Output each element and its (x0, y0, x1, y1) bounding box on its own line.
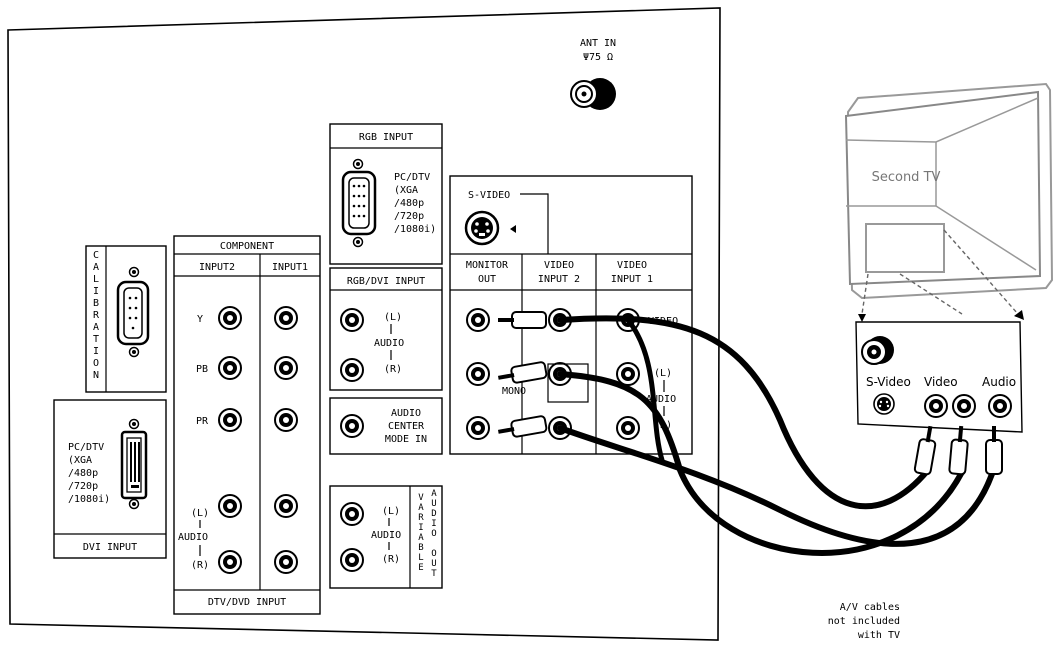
cal-letter-5: B (93, 298, 99, 309)
svideo-label: S-VIDEO (468, 190, 510, 201)
cable-plugs (497, 311, 1003, 476)
component-pb: PB (196, 364, 208, 375)
rgbdvi-audio: AUDIO (374, 338, 404, 349)
calibration-section: C A L I B R A T I O N (85, 245, 167, 393)
dvi-desc-1: PC/DTV (68, 442, 104, 453)
second-tv-video-label: Video (924, 375, 958, 389)
component-input1: INPUT1 (272, 262, 308, 273)
cal-letter-6: R (93, 310, 100, 321)
variable-l: (L) (382, 506, 400, 517)
cables-note: A/V cables not included with TV (828, 602, 900, 641)
cal-letter-10: O (93, 358, 99, 369)
cal-letter-7: A (93, 322, 99, 333)
variable-audio-out-section: (L) AUDIO (R) V A R I A B L E A U D I O … (329, 485, 443, 589)
second-tv-svideo-icon (873, 393, 895, 415)
cal-letter-2: A (93, 262, 99, 273)
var-a5: O (431, 529, 436, 539)
var-v2: A (418, 503, 424, 513)
ant-in-section: ANT IN Ψ75 Ω (570, 38, 616, 110)
cal-letter-11: N (93, 370, 99, 381)
ant-in-impedance: Ψ75 Ω (583, 52, 613, 63)
dvi-desc-2: (XGA (68, 455, 92, 466)
av-audio: AUDIO (646, 394, 676, 405)
second-tv-audio-label: Audio (982, 375, 1016, 389)
variable-audio: AUDIO (371, 530, 401, 541)
dvi-port-icon (120, 430, 148, 500)
rgb-desc-4: /720p (394, 211, 424, 222)
variable-r: (R) (382, 554, 400, 565)
vga-port-icon (341, 170, 377, 236)
cal-letter-4: I (93, 286, 99, 297)
var-a4: I (431, 519, 436, 529)
var-a1: A (431, 489, 437, 499)
component-audio-l: (L) (191, 508, 209, 519)
rgb-input-section: RGB INPUT PC/DTV (XGA /480p /720p /1080i… (329, 123, 443, 265)
av-audio-l: (L) (654, 368, 672, 379)
component-audio: AUDIO (178, 532, 208, 543)
var-v6: B (418, 543, 423, 553)
component-title: COMPONENT (220, 241, 274, 252)
audio-center-l2: CENTER (388, 421, 425, 432)
video-input1-l2: INPUT 1 (611, 274, 653, 285)
audio-center-l1: AUDIO (391, 408, 421, 419)
var-a2: U (431, 499, 436, 509)
second-tv-svideo-jack (861, 336, 894, 365)
component-input2: INPUT2 (199, 262, 235, 273)
note-line-1: A/V cables (840, 602, 900, 613)
cal-letter-3: L (93, 274, 99, 285)
var-v1: V (418, 493, 424, 503)
cal-letter-1: C (93, 250, 99, 261)
rgb-desc-2: (XGA (394, 185, 418, 196)
monitor-out-l1: MONITOR (466, 260, 509, 271)
component-pr: PR (196, 416, 209, 427)
cal-letter-9: I (93, 346, 99, 357)
var-a6: O (431, 549, 436, 559)
dvi-desc-4: /720p (68, 481, 98, 492)
dvi-input-label: DVI INPUT (83, 542, 137, 553)
var-v8: E (418, 563, 423, 573)
serial-port-icon (116, 280, 150, 346)
audio-center-section: AUDIO CENTER MODE IN (329, 397, 443, 455)
av-cables (557, 315, 995, 556)
dtv-dvd-input-label: DTV/DVD INPUT (208, 597, 286, 608)
rgb-desc-3: /480p (394, 198, 424, 209)
rgbdvi-input-section: RGB/DVI INPUT (L) AUDIO (R) (329, 267, 443, 391)
rgbdvi-r: (R) (384, 364, 402, 375)
dvi-input-section: PC/DTV (XGA /480p /720p /1080i) DVI INPU… (53, 399, 167, 559)
note-line-3: with TV (858, 630, 900, 641)
cal-letter-8: T (93, 334, 99, 345)
var-v5: A (418, 533, 424, 543)
mono-label: MONO (502, 386, 526, 397)
svideo-jack-icon (464, 210, 500, 246)
var-v4: I (418, 523, 423, 533)
ant-in-title: ANT IN (580, 38, 616, 49)
component-audio-r: (R) (191, 560, 209, 571)
var-v7: L (418, 553, 423, 563)
second-tv-input-panel: S-Video Video Audio (855, 321, 1023, 433)
note-line-2: not included (828, 616, 900, 627)
rgb-input-title: RGB INPUT (359, 132, 413, 143)
video-input2-l2: INPUT 2 (538, 274, 580, 285)
rgb-desc-5: /1080i) (394, 224, 436, 235)
rgbdvi-l: (L) (384, 312, 402, 323)
dvi-desc-5: /1080i) (68, 494, 110, 505)
video-input2-l1: VIDEO (544, 260, 574, 271)
monitor-out-l2: OUT (478, 274, 496, 285)
ant-in-jack (570, 78, 616, 110)
second-tv: Second TV (844, 82, 1054, 322)
audio-center-l3: MODE IN (385, 434, 427, 445)
component-section: COMPONENT INPUT2 INPUT1 Y PB PR (L) AUDI… (173, 235, 321, 615)
video-input1-l1: VIDEO (617, 260, 647, 271)
dvi-desc-3: /480p (68, 468, 98, 479)
var-a8: T (431, 569, 437, 579)
second-tv-label: Second TV (872, 170, 941, 185)
component-y: Y (197, 314, 203, 325)
rgb-desc-1: PC/DTV (394, 172, 430, 183)
var-a3: D (431, 509, 436, 519)
var-v3: R (418, 513, 424, 523)
var-a7: U (431, 559, 436, 569)
second-tv-svideo-label: S-Video (866, 375, 911, 389)
rgbdvi-title: RGB/DVI INPUT (347, 276, 425, 287)
